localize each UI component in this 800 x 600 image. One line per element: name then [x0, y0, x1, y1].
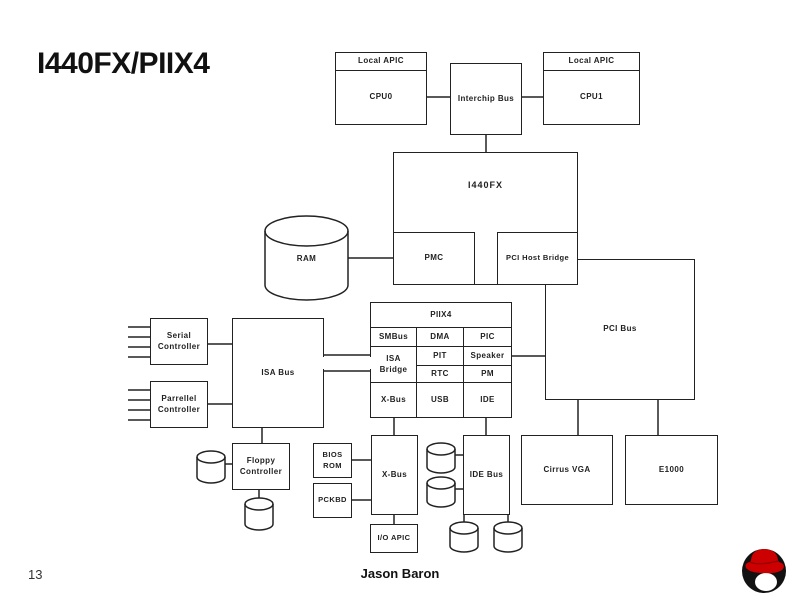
node-label: PCI Host Bridge — [505, 253, 570, 263]
piix4-cell-pit: PIT — [416, 346, 464, 366]
ide-disk-icon — [426, 476, 456, 508]
local-apic-header: Local APIC — [544, 53, 639, 71]
node-ram-label: RAM — [265, 233, 348, 285]
disk-rim — [449, 527, 479, 535]
node-label: ISA Bridge — [379, 354, 408, 374]
ide-disk-icon — [493, 521, 523, 553]
node-label: DMA — [430, 331, 450, 341]
node-label: PIT — [433, 350, 447, 360]
node-pckbd: PCKBD — [313, 483, 352, 518]
disk-rim — [244, 503, 274, 511]
node-label: Local APIC — [358, 56, 404, 66]
ram-cylinder-rim — [264, 230, 349, 247]
node-piix4: PIIX4 SMBus DMA PIC ISA Bridge PIT Speak… — [370, 302, 512, 418]
logo-face — [755, 573, 777, 591]
node-pci-host-bridge: PCI Host Bridge — [497, 232, 578, 285]
node-cpu0: Local APIC CPU0 — [335, 52, 427, 125]
node-label: PCKBD — [318, 495, 347, 505]
piix4-cell-speaker: Speaker — [463, 346, 512, 366]
node-floppy-controller: Floppy Controller — [232, 443, 290, 490]
node-label: Local APIC — [568, 56, 615, 66]
node-label: CPU1 — [580, 92, 603, 102]
piix4-cell-smbus: SMBus — [370, 327, 417, 347]
node-label: BIOS ROM — [322, 450, 343, 470]
ide-disk-icon — [426, 442, 456, 474]
node-parallel-controller: Parrellel Controller — [150, 381, 208, 428]
node-label: Cirrus VGA — [543, 464, 591, 474]
piix4-cell-rtc: RTC — [416, 365, 464, 383]
disk-rim — [426, 482, 456, 490]
node-label: ISA Bus — [261, 367, 295, 377]
disk-rim — [196, 456, 226, 464]
cpu1-body: CPU1 — [544, 71, 639, 124]
node-label: CPU0 — [369, 92, 393, 102]
node-label: RAM — [296, 253, 317, 263]
node-label: SMBus — [378, 331, 409, 341]
node-label: Speaker — [470, 350, 505, 360]
disk-rim — [493, 527, 523, 535]
piix4-cell-usb: USB — [416, 382, 464, 418]
piix4-cell-xbus: X-Bus — [370, 382, 417, 418]
node-label: USB — [430, 394, 450, 404]
slide-title: I440FX/PIIX4 — [37, 47, 210, 80]
node-label: Floppy Controller — [239, 455, 283, 476]
node-label: I/O APIC — [377, 533, 411, 543]
node-interchip-bus: Interchip Bus — [450, 63, 522, 135]
piix4-cell-pm: PM — [463, 365, 512, 383]
disk-rim — [426, 448, 456, 456]
logo-fedora-crease — [749, 560, 779, 565]
local-apic-header: Local APIC — [336, 53, 426, 71]
author-name: Jason Baron — [360, 566, 440, 581]
node-label: X-Bus — [381, 469, 408, 479]
node-bios-rom: BIOS ROM — [313, 443, 352, 478]
piix4-cell-dma: DMA — [416, 327, 464, 347]
node-cirrus-vga: Cirrus VGA — [521, 435, 613, 505]
node-label: PMC — [424, 253, 444, 263]
node-label: Serial Controller — [157, 330, 201, 351]
node-label: X-Bus — [380, 394, 407, 404]
node-io-apic: I/O APIC — [370, 524, 418, 553]
cylinders — [196, 215, 523, 553]
bus-gap — [369, 357, 373, 369]
cpu0-body: CPU0 — [336, 71, 426, 124]
floppy-disk-icon — [196, 450, 226, 484]
node-label: I440FX — [467, 180, 504, 190]
redhat-logo-icon — [742, 549, 786, 593]
node-e1000: E1000 — [625, 435, 718, 505]
node-isa-bus: ISA Bus — [232, 318, 324, 428]
piix4-cell-ide: IDE — [463, 382, 512, 418]
node-label: PM — [481, 368, 494, 378]
page-number: 13 — [28, 567, 43, 582]
node-label: RTC — [431, 368, 449, 378]
piix4-cell-isa-bridge: ISA Bridge — [370, 346, 417, 383]
piix4-title-cell: PIIX4 — [370, 302, 512, 328]
node-label: PIIX4 — [430, 309, 452, 319]
logo-fedora — [745, 549, 784, 574]
node-cpu1: Local APIC CPU1 — [543, 52, 640, 125]
node-ide-bus: IDE Bus — [463, 435, 510, 515]
node-xbus-external: X-Bus — [371, 435, 418, 515]
node-label: PCI Bus — [603, 324, 637, 334]
node-label: IDE — [480, 394, 495, 404]
node-label: E1000 — [658, 464, 685, 474]
floppy-disk-icon — [244, 497, 274, 531]
ram-cylinder — [264, 215, 349, 301]
node-label: Interchip Bus — [457, 93, 515, 103]
ide-disk-icon — [449, 521, 479, 553]
bus-gap — [321, 357, 326, 369]
node-label: PIC — [480, 331, 495, 341]
node-pmc: PMC — [393, 232, 475, 285]
node-serial-controller: Serial Controller — [150, 318, 208, 365]
node-label: IDE Bus — [469, 469, 504, 479]
node-label: Parrellel Controller — [157, 393, 201, 414]
piix4-cell-pic: PIC — [463, 327, 512, 347]
